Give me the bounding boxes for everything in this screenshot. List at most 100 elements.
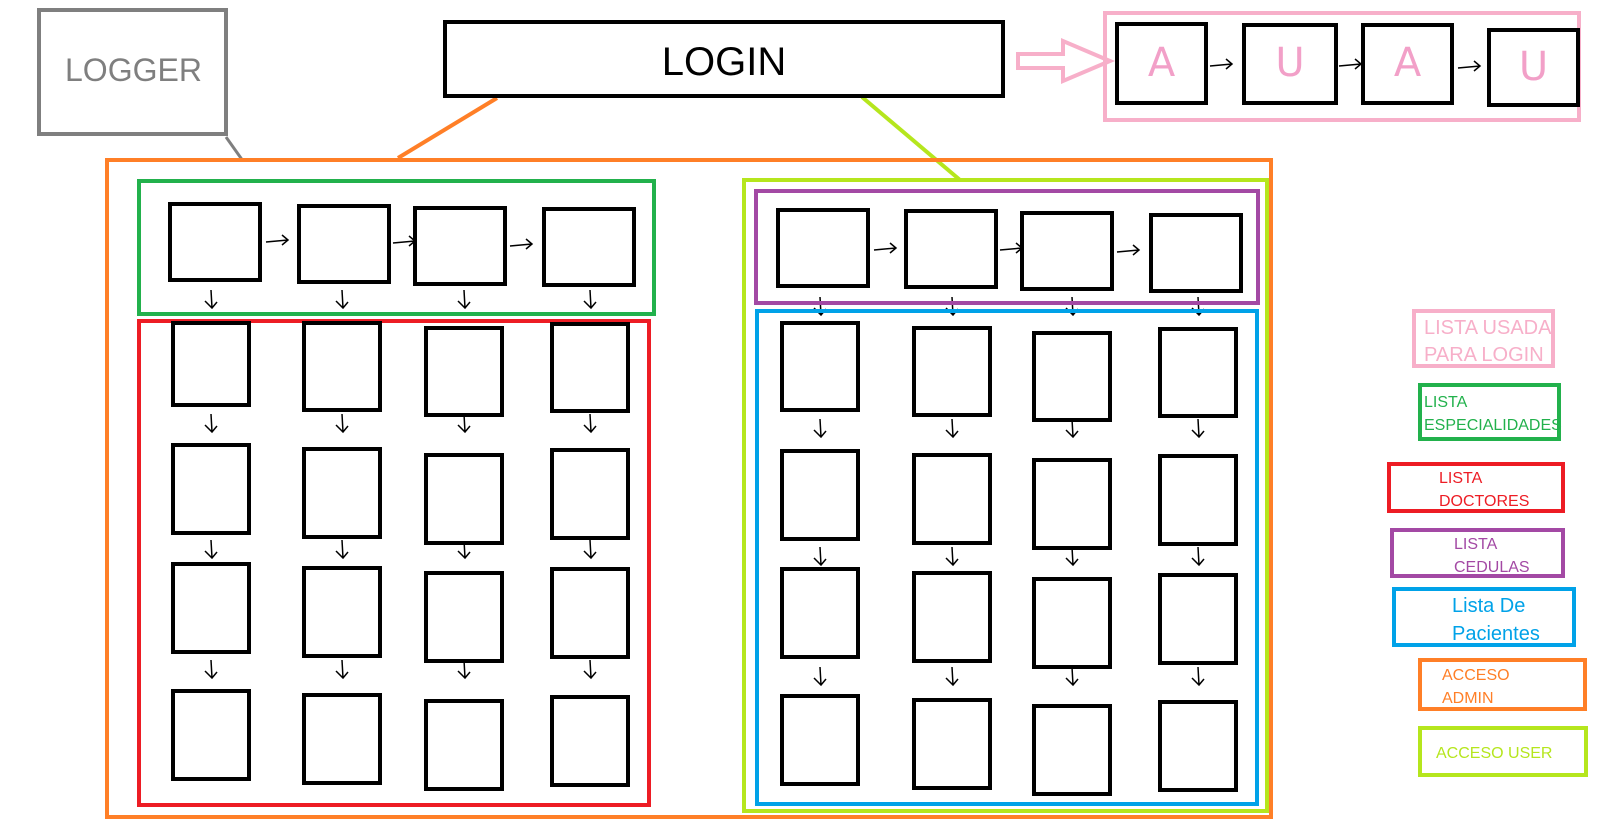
legend-admin: ACCESO ADMIN xyxy=(1418,658,1587,711)
login-list-node-1: A xyxy=(1115,22,1208,105)
login-list-node-4: U xyxy=(1487,28,1580,107)
legend-especialidades-line-2: ESPECIALIDADES xyxy=(1424,417,1562,434)
paciente-arrow-4-1 xyxy=(813,666,827,687)
paciente-node-4-1 xyxy=(780,694,860,786)
paciente-node-1-2 xyxy=(912,326,992,417)
doctor-node-2-3 xyxy=(424,453,504,545)
login-list-node-3: A xyxy=(1361,23,1454,105)
doctor-node-4-1 xyxy=(171,689,251,781)
login-list-letter-1: A xyxy=(1147,39,1176,86)
login-list-node-2: U xyxy=(1242,23,1338,105)
doctor-node-1-3 xyxy=(424,326,504,417)
logger-box: LOGGER xyxy=(37,8,228,136)
doctor-arrow-1-4 xyxy=(583,289,597,310)
legend-login-list-line-1: LISTA USADA xyxy=(1424,317,1552,339)
logger-connector xyxy=(224,136,245,162)
cedula-node-2 xyxy=(904,209,998,289)
especialidad-node-3 xyxy=(413,206,507,286)
doctor-arrow-3-4 xyxy=(583,539,597,560)
doctor-node-1-2 xyxy=(302,321,382,412)
paciente-node-4-4 xyxy=(1158,700,1238,792)
paciente-node-3-4 xyxy=(1158,573,1238,665)
doctor-arrow-3-2 xyxy=(335,539,349,560)
login-list-letter-2: U xyxy=(1275,40,1305,87)
paciente-node-3-1 xyxy=(780,567,860,659)
paciente-node-2-4 xyxy=(1158,454,1238,546)
login-label: LOGIN xyxy=(661,40,787,84)
legend-admin-line-1: ACCESO xyxy=(1442,667,1510,684)
legend-pacientes-line-2: Pacientes xyxy=(1452,623,1540,645)
login-list-arrow-1 xyxy=(1209,58,1234,70)
paciente-arrow-3-1 xyxy=(813,546,827,567)
doctor-node-3-4 xyxy=(550,567,630,659)
doctor-arrow-1-1 xyxy=(204,289,218,310)
login-list-letter-3: A xyxy=(1393,40,1422,87)
paciente-arrow-4-3 xyxy=(1065,666,1079,687)
doctor-arrow-2-1 xyxy=(204,413,218,434)
legend-user-line-1: ACCESO USER xyxy=(1436,745,1553,762)
paciente-arrow-3-4 xyxy=(1191,546,1205,567)
paciente-node-1-3 xyxy=(1032,331,1112,422)
cedula-arrow-3 xyxy=(1116,244,1141,256)
doctor-node-2-1 xyxy=(171,443,251,535)
legend-login-list: LISTA USADA PARA LOGIN xyxy=(1412,309,1555,368)
especialidad-arrow-1 xyxy=(265,234,290,246)
cedula-node-4 xyxy=(1149,213,1243,293)
doctor-node-1-4 xyxy=(550,322,630,413)
pacientes-list-frame xyxy=(755,309,1259,806)
legend-login-list-line-2: PARA LOGIN xyxy=(1424,344,1544,366)
doctor-arrow-4-4 xyxy=(583,659,597,680)
legend-especialidades: LISTA ESPECIALIDADES xyxy=(1418,383,1562,441)
paciente-node-2-3 xyxy=(1032,458,1112,550)
paciente-arrow-4-2 xyxy=(945,666,959,687)
login-admin-connector xyxy=(396,96,499,160)
doctor-node-4-4 xyxy=(550,695,630,787)
legend-especialidades-line-1: LISTA xyxy=(1424,394,1468,411)
especialidades-list-frame xyxy=(137,179,656,316)
legend-doctores-line-1: LISTA xyxy=(1439,470,1483,487)
legend-cedulas: LISTA CEDULAS xyxy=(1390,528,1565,578)
doctor-node-3-2 xyxy=(302,566,382,658)
paciente-node-4-2 xyxy=(912,698,992,790)
paciente-node-4-3 xyxy=(1032,704,1112,796)
doctor-node-1-1 xyxy=(171,321,251,407)
legend-doctores: LISTA DOCTORES xyxy=(1387,462,1565,513)
especialidad-node-4 xyxy=(542,207,636,287)
cedula-arrow-1 xyxy=(873,242,898,254)
doctor-node-4-3 xyxy=(424,699,504,791)
legend-cedulas-line-1: LISTA xyxy=(1454,536,1498,553)
legend-user: ACCESO USER xyxy=(1418,726,1588,777)
paciente-arrow-2-3 xyxy=(1065,418,1079,439)
login-user-connector xyxy=(860,95,962,182)
logger-label: LOGGER xyxy=(65,52,202,88)
doctores-list-frame xyxy=(137,319,651,807)
doctor-arrow-1-2 xyxy=(335,289,349,310)
doctor-arrow-4-3 xyxy=(457,659,471,680)
doctor-arrow-2-4 xyxy=(583,413,597,434)
paciente-arrow-2-2 xyxy=(945,418,959,439)
login-box: LOGIN xyxy=(443,20,1005,98)
user-access-frame xyxy=(742,178,1269,813)
doctor-arrow-4-1 xyxy=(204,659,218,680)
especialidad-node-2 xyxy=(297,204,391,284)
legend-pacientes-line-1: Lista De xyxy=(1452,595,1526,617)
paciente-arrow-4-4 xyxy=(1191,666,1205,687)
paciente-arrow-2-1 xyxy=(813,418,827,439)
especialidad-arrow-3 xyxy=(509,238,534,250)
legend-admin-line-2: ADMIN xyxy=(1442,690,1494,707)
doctor-arrow-4-2 xyxy=(335,659,349,680)
especialidad-node-1 xyxy=(168,202,262,282)
doctor-arrow-2-3 xyxy=(457,413,471,434)
paciente-node-3-2 xyxy=(912,571,992,663)
doctor-node-3-3 xyxy=(424,571,504,663)
paciente-node-1-4 xyxy=(1158,327,1238,418)
doctor-arrow-1-3 xyxy=(457,289,471,310)
doctor-node-3-1 xyxy=(171,562,251,654)
login-list-arrow xyxy=(1016,37,1116,85)
paciente-arrow-3-3 xyxy=(1065,546,1079,567)
paciente-node-2-1 xyxy=(780,449,860,541)
cedulas-list-frame xyxy=(754,189,1260,305)
doctor-arrow-3-1 xyxy=(204,539,218,560)
legend-doctores-line-2: DOCTORES xyxy=(1439,493,1530,510)
login-list-arrow-3 xyxy=(1457,60,1482,72)
